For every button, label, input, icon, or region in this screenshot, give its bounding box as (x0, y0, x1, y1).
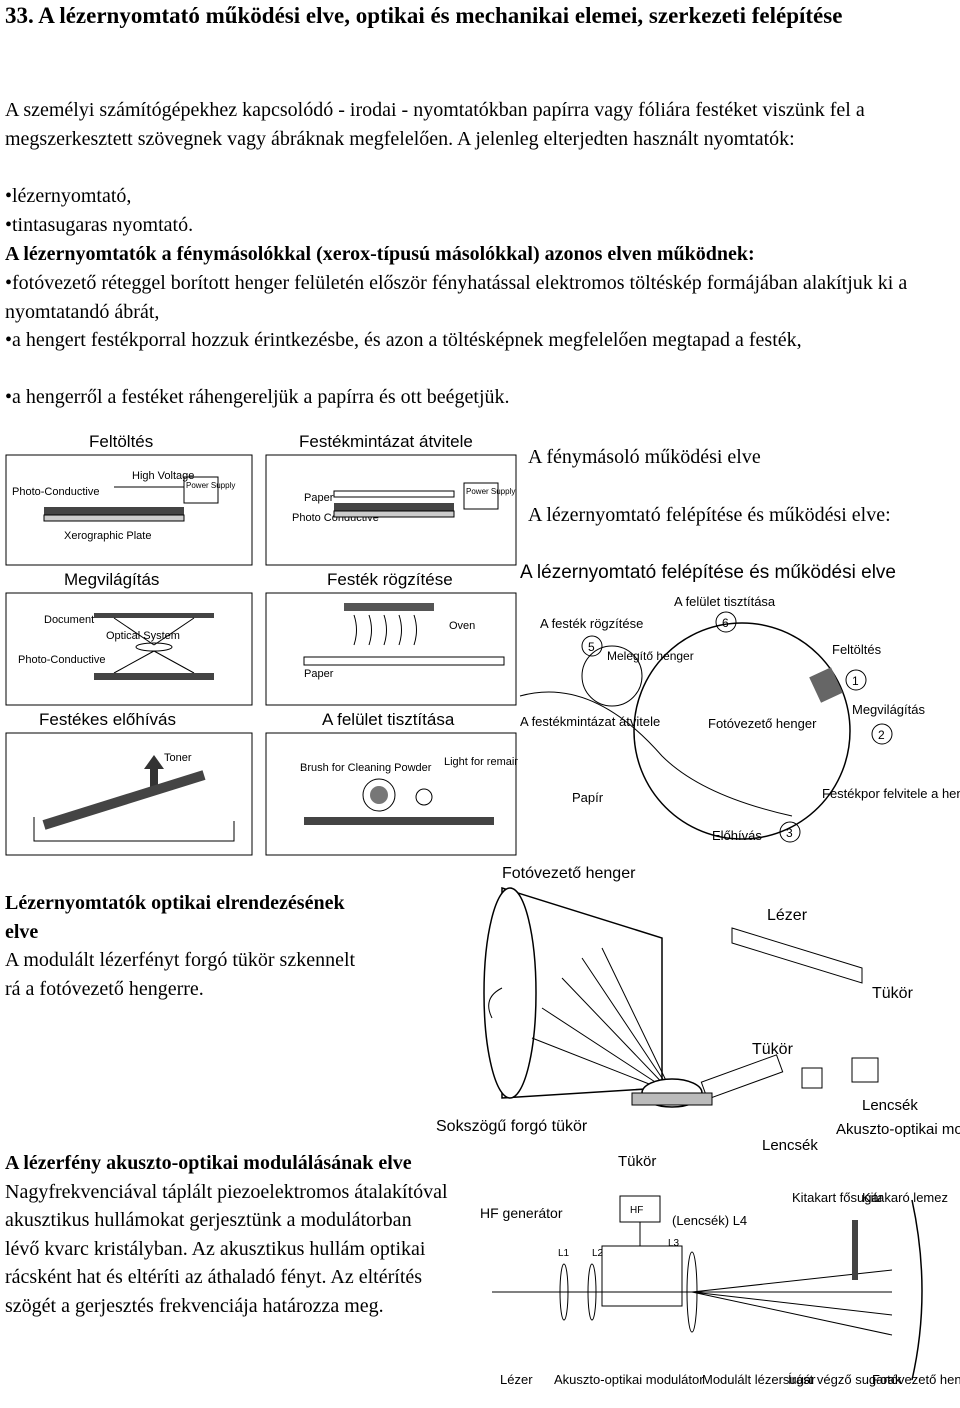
optics-text-block: Lézernyomtatók optikai elrendezésének el… (5, 889, 375, 1003)
panel-title: A felület tisztítása (322, 710, 455, 729)
label-clean: A felület tisztítása (674, 594, 776, 609)
panel-label: Optical System (106, 630, 180, 642)
svg-text:HF: HF (630, 1205, 643, 1216)
panel-label: Document (44, 614, 94, 626)
label-develop: Előhívás (712, 828, 762, 843)
optics-label-mirror3: Tükör (618, 1153, 656, 1166)
panel-label: Xerographic Plate (64, 530, 151, 542)
svg-text:1: 1 (852, 674, 859, 688)
aom-label-hf: HF generátor (480, 1205, 563, 1221)
aom-label-laser: Lézer (500, 1372, 533, 1387)
aom-label-aom: Akuszto-optikai modulátor (554, 1372, 704, 1387)
label-transfer: A festékmintázat átvitele (520, 714, 660, 729)
optics-text: A modulált lézerfényt forgó tükör szkenn… (5, 946, 375, 1003)
principle-step: •a hengerről a festéket ráhengereljük a … (5, 383, 955, 412)
panel-label: Photo-Conductive (12, 486, 99, 498)
panel-label: Power Supply (466, 487, 515, 496)
drum-figure-title: A lézernyomtató felépítése és működési e… (520, 562, 896, 583)
optics-label-aom: Akuszto-optikai modulátor (836, 1121, 960, 1138)
svg-text:3: 3 (786, 826, 793, 840)
optics-label-lens1: Lencsék (862, 1097, 918, 1114)
acousto-heading: A lézerfény akuszto-optikai modulálásána… (5, 1149, 450, 1178)
optics-label-laser: Lézer (767, 907, 808, 924)
svg-text:2: 2 (878, 728, 885, 742)
optics-heading: Lézernyomtatók optikai elrendezésének el… (5, 889, 375, 946)
copier-diagram: Feltöltés Photo-Conductive High Voltage … (4, 425, 518, 857)
panel-label: Toner (164, 752, 192, 764)
svg-text:L2: L2 (592, 1248, 604, 1259)
panel-label: Brush for Cleaning Powder (300, 762, 432, 774)
optics-label-lens2: Lencsék (762, 1137, 818, 1154)
copier-caption: A fénymásoló működési elve (528, 443, 948, 472)
page-title: 33. A lézernyomtató működési elve, optik… (5, 0, 955, 31)
principle-heading: A lézernyomtatók a fénymásolókkal (xerox… (5, 240, 955, 269)
panel-label: Power Supply (186, 481, 235, 490)
aom-label-drum: Fotóvezető henger (872, 1372, 960, 1387)
printer-list-item: •lézernyomtató, (5, 182, 131, 211)
optics-label-mirror1: Tükör (872, 985, 914, 1002)
svg-text:L1: L1 (558, 1248, 570, 1259)
optics-label-drum: Fotóvezető henger (502, 865, 636, 882)
panel-title: Festékmintázat átvitele (299, 432, 473, 451)
optics-label-mirror2: Tükör (752, 1041, 794, 1058)
label-toner: Festékpor felvitele a henger felületére (822, 786, 960, 801)
principle-step: •fotóvezető réteggel borított henger fel… (5, 269, 940, 326)
panel-label: Photo-Conductive (18, 654, 105, 666)
panel-title: Feltöltés (89, 432, 153, 451)
panel-label: Light for remains Discharge (444, 756, 518, 768)
label-fuser: Melegítő henger (607, 649, 694, 663)
aom-label-lenses: (Lencsék) L4 (672, 1213, 747, 1228)
principle-step: •a hengert festékporral hozzuk érintkezé… (5, 326, 940, 355)
panel-label: Oven (449, 620, 475, 632)
acousto-text: Nagyfrekvenciával táplált piezoelektromo… (5, 1178, 450, 1321)
acousto-text-block: A lézerfény akuszto-optikai modulálásána… (5, 1149, 450, 1320)
panel-title: Megvilágítás (64, 570, 159, 589)
panel-title: Festékes előhívás (39, 710, 176, 729)
laser-drum-diagram: A lézernyomtató felépítése és működési e… (512, 556, 960, 848)
label-expose: Megvilágítás (852, 702, 925, 717)
aom-label-stop: Kitakaró lemez (862, 1190, 948, 1205)
label-charge: Feltöltés (832, 642, 882, 657)
svg-text:6: 6 (722, 616, 729, 630)
intro-paragraph: A személyi számítógépekhez kapcsolódó - … (5, 96, 955, 153)
panel-label: Paper (304, 492, 334, 504)
label-fix: A festék rögzítése (540, 616, 643, 631)
aom-diagram: HF generátor HF (Lencsék) L4 L1 L2 L3 Ki… (472, 1180, 960, 1408)
svg-text:L3: L3 (668, 1238, 680, 1249)
printer-list-item: •tintasugaras nyomtató. (5, 211, 193, 240)
panel-title: Festék rögzítése (327, 570, 453, 589)
laser-optics-diagram: Fotóvezető henger Lézer Tükör Tükör Soks… (432, 858, 960, 1166)
panel-label: Paper (304, 668, 334, 680)
label-paper: Papír (572, 790, 604, 805)
laser-caption: A lézernyomtató felépítése és működési e… (528, 501, 953, 530)
optics-label-polygon: Sokszögű forgó tükör (436, 1118, 588, 1135)
label-drum: Fotóvezető henger (708, 716, 817, 731)
